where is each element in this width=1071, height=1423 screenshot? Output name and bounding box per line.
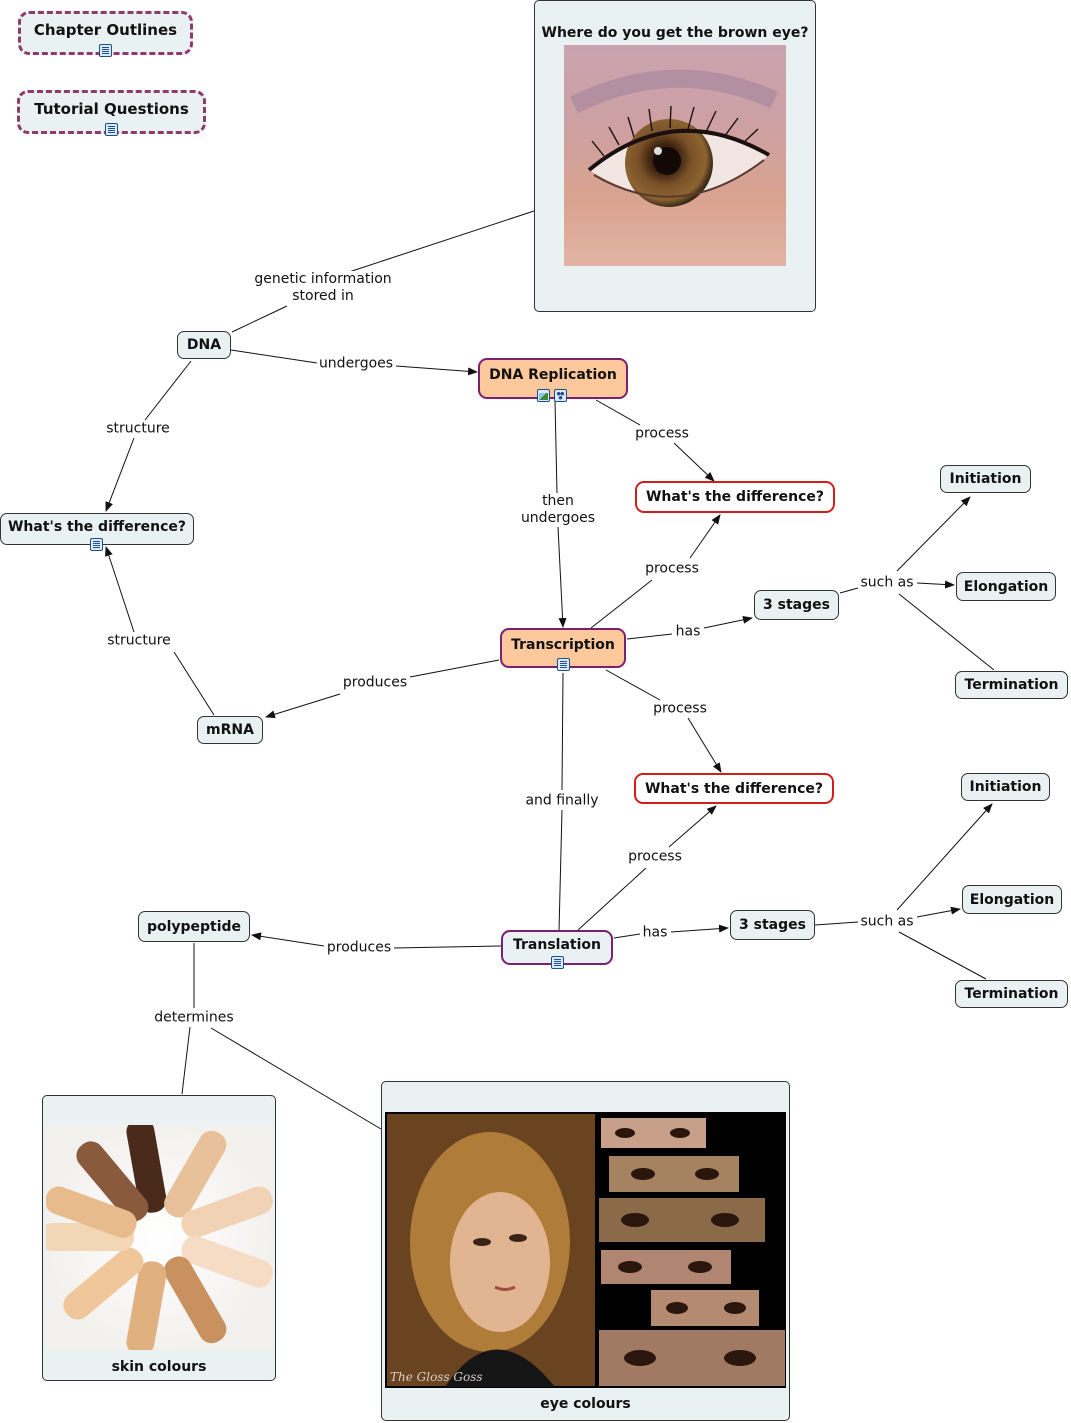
skin-colours-card: skin colours xyxy=(42,1095,276,1381)
document-icon[interactable] xyxy=(105,123,118,136)
elongation-transcription-node[interactable]: Elongation xyxy=(956,572,1056,601)
hands-circle-photo xyxy=(46,1125,273,1350)
polypeptide-label: polypeptide xyxy=(146,918,242,935)
three-stages-transcription-node[interactable]: 3 stages xyxy=(754,590,839,620)
brown-eye-photo xyxy=(564,45,786,266)
link-label-produces-mrna: produces xyxy=(340,674,410,692)
link-label-has-transcription: has xyxy=(673,623,703,641)
whats-difference-structure-node[interactable]: What's the difference? xyxy=(0,513,194,545)
initiation-translation-label: Initiation xyxy=(969,779,1042,795)
dna-node[interactable]: DNA xyxy=(177,331,231,359)
link-label-produces-polypeptide: produces xyxy=(324,939,394,957)
three-stages-transcription-label: 3 stages xyxy=(763,597,830,613)
eye-colours-collage: The Gloss Goss xyxy=(385,1112,786,1388)
document-icon[interactable] xyxy=(551,956,564,969)
chapter-outlines-label: Chapter Outlines xyxy=(33,21,178,39)
whats-difference-structure-label: What's the difference? xyxy=(7,519,186,535)
termination-translation-node[interactable]: Termination xyxy=(955,980,1068,1008)
image-resource-icon[interactable] xyxy=(537,389,550,402)
dna-replication-label: DNA Replication xyxy=(489,367,617,383)
tutorial-questions-label: Tutorial Questions xyxy=(34,100,189,118)
transcription-label: Transcription xyxy=(511,637,615,653)
three-stages-translation-label: 3 stages xyxy=(739,917,806,933)
termination-transcription-node[interactable]: Termination xyxy=(955,671,1068,699)
termination-transcription-label: Termination xyxy=(964,677,1059,693)
concept-map-icon[interactable] xyxy=(554,389,567,402)
skin-colours-caption: skin colours xyxy=(111,1359,207,1375)
link-label-genetic-information: genetic information stored in xyxy=(252,271,394,305)
brown-eye-caption: Where do you get the brown eye? xyxy=(541,25,809,41)
initiation-translation-node[interactable]: Initiation xyxy=(961,773,1050,801)
initiation-transcription-node[interactable]: Initiation xyxy=(940,465,1031,493)
link-label-process-replication: process xyxy=(633,425,691,443)
initiation-transcription-label: Initiation xyxy=(949,471,1022,487)
elongation-translation-node[interactable]: Elongation xyxy=(962,885,1062,914)
brown-eye-card: Where do you get the brown eye? xyxy=(534,0,816,312)
link-label-structure-mrna: structure xyxy=(105,632,173,650)
link-label-such-as-2: such as xyxy=(858,913,916,931)
document-icon[interactable] xyxy=(99,44,112,57)
link-label-structure-dna: structure xyxy=(104,420,172,438)
mrna-label: mRNA xyxy=(206,722,254,738)
whats-difference-replication-node[interactable]: What's the difference? xyxy=(635,481,835,513)
whats-difference-transcription-label: What's the difference? xyxy=(644,780,823,797)
elongation-transcription-label: Elongation xyxy=(963,578,1049,595)
whats-difference-transcription-node[interactable]: What's the difference? xyxy=(634,773,834,804)
eye-colours-card: The Gloss Goss eye colours xyxy=(381,1081,790,1421)
dna-replication-node[interactable]: DNA Replication xyxy=(478,358,628,399)
link-label-process-transcription-2: process xyxy=(651,700,709,718)
link-label-such-as-1: such as xyxy=(858,574,916,592)
link-label-determines: determines xyxy=(152,1009,236,1027)
link-label-then-undergoes: then undergoes xyxy=(518,493,598,527)
photo-watermark: The Gloss Goss xyxy=(390,1370,483,1384)
three-stages-translation-node[interactable]: 3 stages xyxy=(730,910,815,940)
link-label-process-transcription-1: process xyxy=(643,560,701,578)
document-icon[interactable] xyxy=(90,538,103,551)
link-label-and-finally: and finally xyxy=(523,792,601,810)
document-icon[interactable] xyxy=(557,658,570,671)
whats-difference-replication-label: What's the difference? xyxy=(645,489,824,505)
dna-label: DNA xyxy=(186,337,222,353)
eye-colours-caption: eye colours xyxy=(540,1396,631,1412)
link-label-undergoes: undergoes xyxy=(316,355,396,373)
link-label-has-translation: has xyxy=(640,924,670,942)
polypeptide-node[interactable]: polypeptide xyxy=(138,911,250,942)
link-label-process-translation: process xyxy=(626,848,684,866)
termination-translation-label: Termination xyxy=(964,986,1059,1002)
elongation-translation-label: Elongation xyxy=(969,891,1055,908)
translation-label: Translation xyxy=(513,937,601,953)
mrna-node[interactable]: mRNA xyxy=(197,716,263,744)
